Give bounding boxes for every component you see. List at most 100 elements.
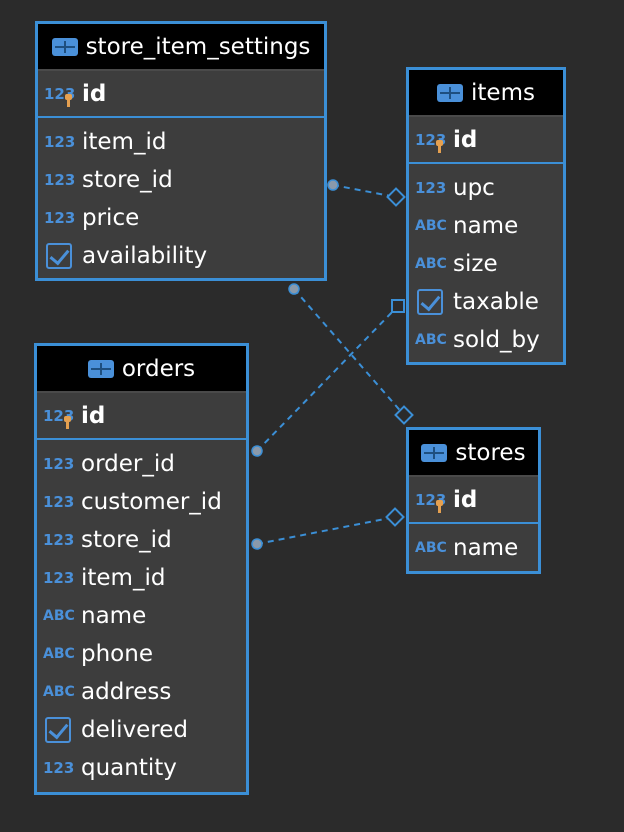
relationship-start-circle	[251, 445, 263, 457]
entity-header: store_item_settings	[38, 24, 324, 71]
column-row[interactable]: ABC size	[409, 245, 563, 283]
column-name: id	[453, 126, 478, 153]
key-number-icon: 123	[415, 489, 453, 513]
number-type-icon: 123	[44, 133, 76, 151]
entity-title: orders	[121, 355, 196, 382]
checkbox-icon	[46, 243, 72, 269]
text-type-icon: ABC	[43, 608, 75, 624]
number-type-icon: 123	[43, 759, 75, 777]
number-type-icon: 123	[415, 179, 447, 197]
column-row[interactable]: ABC name	[37, 597, 246, 635]
relationship-line	[256, 305, 399, 452]
relationship-end-diamond	[386, 187, 406, 207]
column-name: store_id	[81, 527, 172, 553]
column-name: sold_by	[453, 327, 540, 353]
column-row[interactable]: ABC address	[37, 673, 246, 711]
column-name: order_id	[81, 451, 175, 477]
text-type-icon: ABC	[415, 256, 447, 272]
relationship-start-circle	[327, 179, 339, 191]
column-row[interactable]: taxable	[409, 283, 563, 321]
column-name: customer_id	[81, 489, 222, 515]
table-icon	[51, 37, 78, 56]
column-name: item_id	[81, 565, 166, 591]
number-type-icon: 123	[44, 209, 76, 227]
column-row[interactable]: 123 price	[38, 199, 324, 237]
key-icon	[63, 415, 72, 429]
column-name: phone	[81, 641, 153, 667]
column-row[interactable]: ABC phone	[37, 635, 246, 673]
relationship-store-item-settings-to-items[interactable]	[327, 179, 406, 207]
relationship-end-square	[391, 299, 405, 313]
column-name: name	[453, 213, 519, 239]
table-icon	[87, 359, 114, 378]
column-name: quantity	[81, 755, 177, 781]
entity-header: stores	[409, 430, 538, 477]
entity-header: orders	[37, 346, 246, 393]
number-type-icon: 123	[43, 455, 75, 473]
key-number-icon: 123	[415, 129, 453, 153]
column-row[interactable]: 123 order_id	[37, 445, 246, 483]
column-row[interactable]: 123 item_id	[37, 559, 246, 597]
column-row[interactable]: 123 store_id	[37, 521, 246, 559]
relationship-orders-to-stores[interactable]	[251, 507, 405, 550]
number-type-icon: 123	[44, 171, 76, 189]
column-name: price	[82, 205, 140, 231]
relationship-line	[332, 184, 397, 198]
column-row[interactable]: 123 store_id	[38, 161, 324, 199]
relationship-line	[293, 288, 405, 416]
entity-header: items	[409, 70, 563, 117]
key-number-icon: 123	[43, 405, 81, 429]
relationship-line	[256, 516, 396, 545]
column-row[interactable]: availability	[38, 237, 324, 275]
column-name: id	[453, 486, 478, 513]
entity-title: items	[471, 79, 535, 106]
column-name: id	[81, 402, 106, 429]
column-row[interactable]: ABC sold_by	[409, 321, 563, 359]
column-list: 123 item_id 123 store_id 123 price availabilit…	[38, 118, 324, 275]
text-type-icon: ABC	[43, 684, 75, 700]
text-type-icon: ABC	[415, 218, 447, 234]
number-type-icon: 123	[43, 531, 75, 549]
text-type-icon: ABC	[43, 646, 75, 662]
column-row[interactable]: ABC name	[409, 207, 563, 245]
column-name: id	[82, 80, 107, 107]
checkbox-icon	[417, 289, 443, 315]
key-number-icon: 123	[44, 83, 82, 107]
column-name: name	[81, 603, 147, 629]
column-row[interactable]: 123 quantity	[37, 749, 246, 787]
key-icon	[435, 139, 444, 153]
entity-title: stores	[455, 439, 526, 466]
relationship-end-diamond	[385, 507, 405, 527]
column-name: size	[453, 251, 498, 277]
column-name: store_id	[82, 167, 173, 193]
entity-title: store_item_settings	[85, 33, 311, 60]
column-name: delivered	[81, 717, 188, 743]
relationship-store-item-settings-to-stores[interactable]	[288, 283, 414, 425]
text-type-icon: ABC	[415, 332, 447, 348]
checkbox-icon	[45, 717, 71, 743]
column-name: address	[81, 679, 172, 705]
column-name: item_id	[82, 129, 167, 155]
number-type-icon: 123	[43, 569, 75, 587]
table-icon	[437, 83, 464, 102]
column-name: name	[453, 535, 519, 561]
key-icon	[435, 499, 444, 513]
relationship-orders-to-items[interactable]	[251, 299, 405, 457]
column-row[interactable]: delivered	[37, 711, 246, 749]
column-name: taxable	[453, 289, 539, 315]
column-row[interactable]: 123 item_id	[38, 123, 324, 161]
